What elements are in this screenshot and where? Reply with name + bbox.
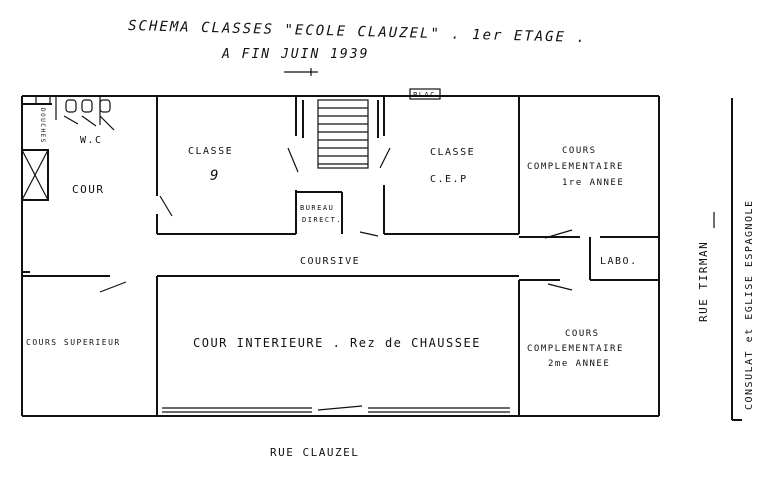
- bottom-windows: [162, 405, 510, 413]
- bureau-label-line1: BUREAU: [300, 204, 334, 212]
- cc2-label-line3: 2me ANNEE: [548, 359, 610, 369]
- cc2-label-line2: COMPLEMENTAIRE: [527, 344, 624, 354]
- classe9-label: CLASSE: [188, 146, 233, 157]
- cour-label: COUR: [72, 183, 105, 196]
- coursive-label: COURSIVE: [300, 256, 360, 267]
- placard-label: PLAC.: [413, 91, 442, 99]
- douches-area: DOUCHES: [35, 95, 51, 144]
- cc1-label-line2: COMPLEMENTAIRE: [527, 162, 624, 172]
- bureau-label-line2: DIRECT.: [302, 216, 342, 224]
- plan-date: A FIN JUIN 1939: [221, 47, 369, 62]
- classe-cep-label: CLASSE: [430, 147, 475, 158]
- consulat-label: CONSULAT et EGLISE ESPAGNOLE: [744, 199, 755, 410]
- wc-label: W.C: [80, 135, 103, 146]
- labo-label: LABO.: [600, 256, 638, 267]
- cc1-label-line1: COURS: [562, 146, 597, 156]
- rue-tirman-label: RUE TIRMAN: [697, 241, 710, 322]
- classe-cep-sub: C.E.P: [430, 174, 468, 185]
- cours-superieur-label: COURS SUPERIEUR: [26, 338, 121, 347]
- classe9-number: 9: [210, 168, 220, 184]
- cour-interieure-label: COUR INTERIEURE . Rez de CHAUSSEE: [193, 336, 481, 350]
- placard: PLAC.: [409, 88, 442, 100]
- title-underline-arrow: [284, 68, 318, 76]
- cc2-label-line1: COURS: [565, 329, 600, 339]
- rue-tirman: RUE TIRMAN: [697, 212, 715, 322]
- door-arrows: [99, 147, 573, 293]
- staircase: [302, 99, 379, 169]
- douches-label: DOUCHES: [39, 108, 46, 144]
- cc1-label-line3: 1re ANNEE: [562, 178, 624, 188]
- wc-fixtures: [63, 99, 115, 131]
- consulat-eglise: CONSULAT et EGLISE ESPAGNOLE: [731, 98, 755, 421]
- cour-crossed-box: [21, 149, 49, 201]
- plan-title: SCHEMA CLASSES "ECOLE CLAUZEL" . 1er ETA…: [128, 18, 587, 46]
- interior-walls: [22, 96, 659, 416]
- rue-clauzel-label: RUE CLAUZEL: [270, 446, 359, 459]
